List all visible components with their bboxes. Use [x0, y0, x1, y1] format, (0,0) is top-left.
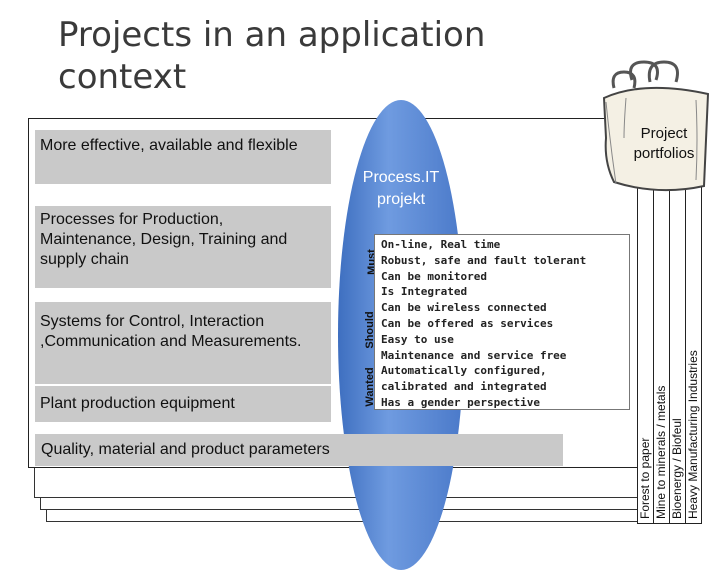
requirement-item: Is Integrated	[381, 285, 468, 299]
project-title: Process.IT projekt	[362, 169, 440, 208]
requirement-item: Can be offered as services	[381, 316, 554, 330]
box-systems: Systems for Control, Interaction ,Commun…	[35, 302, 331, 384]
requirement-item: calibrated and integrated	[381, 380, 547, 394]
portfolio-bag-icon	[602, 60, 710, 192]
box-processes-label: Processes for Production, Maintenance, D…	[40, 211, 288, 268]
box-effective-label: More effective, available and flexible	[40, 137, 298, 154]
page-title: Projects in an application context	[58, 15, 486, 97]
requirement-item: Easy to use	[381, 332, 454, 346]
box-equipment-label: Plant production equipment	[40, 395, 235, 412]
requirement-item: On-line, Real time	[381, 238, 501, 251]
box-effective: More effective, available and flexible	[35, 130, 331, 184]
requirement-item: Automatically configured,	[381, 364, 547, 378]
portfolio-label: Project portfolios	[633, 125, 695, 162]
quality-bar: Quality, material and product parameters	[35, 434, 563, 466]
box-processes: Processes for Production, Maintenance, D…	[35, 206, 331, 288]
box-systems-label: Systems for Control, Interaction ,Commun…	[40, 313, 302, 350]
requirement-item: Maintenance and service free	[381, 348, 567, 362]
requirement-item: Can be monitored	[381, 269, 487, 283]
requirement-item: Has a gender perspective	[381, 395, 540, 409]
requirement-item: Robust, safe and fault tolerant	[381, 253, 587, 267]
quality-label: Quality, material and product parameters	[41, 441, 330, 458]
requirement-item: Can be wireless connected	[381, 301, 547, 315]
box-equipment: Plant production equipment	[35, 386, 331, 422]
